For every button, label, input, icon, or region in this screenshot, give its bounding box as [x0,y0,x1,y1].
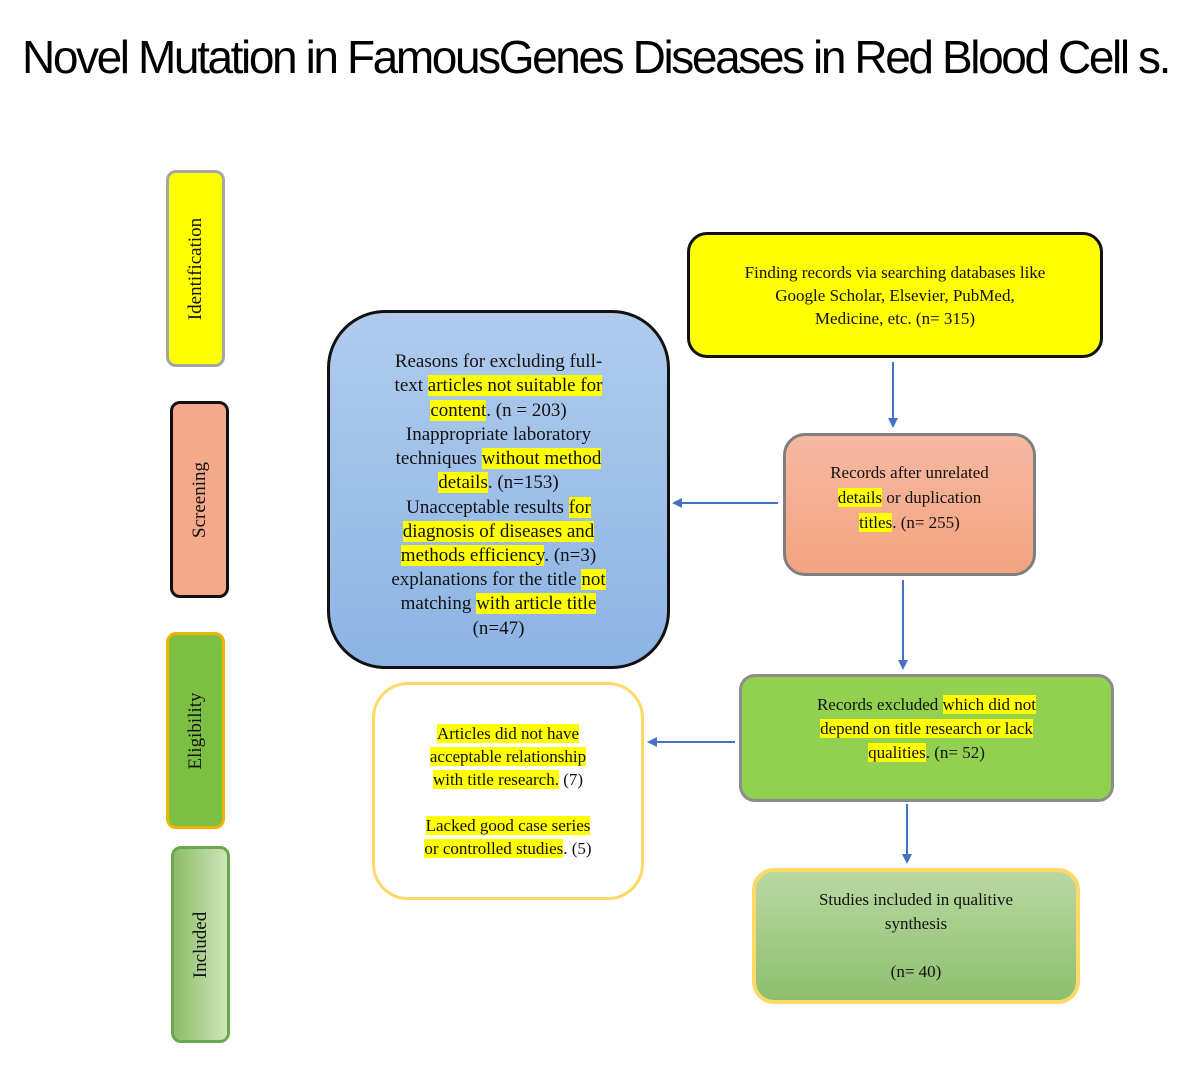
records-found-line2: Google Scholar, Elsevier, PubMed, [775,285,1015,305]
records-excluded-line2: depend on title research or lack [820,719,1033,738]
excluded-l10: explanations for the title not [391,569,606,591]
records-excluded-line3: qualities. (n= 52) [868,743,985,762]
stage-eligibility: Eligibility [166,632,225,829]
articles-line5: or controlled studies. (5) [424,839,592,858]
screened-line2: details or duplication [837,488,982,507]
excluded-l8: diagnosis of diseases and [402,520,595,542]
stage-identification: Identification [166,170,225,367]
excluded-l4: Inappropriate laboratory [405,423,592,445]
page-title: Novel Mutation in FamousGenes Diseases i… [22,31,1171,83]
articles-line1: Articles did not have [436,724,580,743]
excluded-l12: (n=47) [472,617,525,639]
records-found-line3: Medicine, etc. (n= 315) [814,308,976,328]
excluded-l11: matching with article title [400,593,597,615]
stage-screening: Screening [170,401,229,598]
excluded-l3: content. (n = 203) [430,399,567,421]
screened-line1: Records after unrelated [830,463,989,482]
excluded-l6: details. (n=153) [438,472,559,494]
excluded-l5: techniques without method [395,448,602,470]
included-line3: (n= 40) [890,962,942,981]
included-line2: synthesis [884,914,948,933]
articles-line4: Lacked good case series [425,816,591,835]
articles-line2: acceptable relationship [429,747,587,766]
excluded-fulltext-box: Reasons for excluding full- text article… [327,310,670,669]
excluded-l2: text articles not suitable for [394,375,603,397]
included-box: Studies included in qualitive synthesis … [752,868,1080,1004]
stage-included: Included [171,846,230,1043]
excluded-l9: methods efficiency. (n=3) [400,544,597,566]
records-found-box: Finding records via searching databases … [687,232,1103,358]
screened-line3: titles. (n= 255) [859,513,960,532]
records-screened-box: Records after unrelated details or dupli… [783,433,1036,576]
records-excluded-box: Records excluded which did not depend on… [739,674,1114,802]
included-line1: Studies included in qualitive [818,890,1014,909]
records-found-line1: Finding records via searching databases … [744,262,1046,282]
excluded-l7: Unacceptable results for [406,496,591,518]
articles-line3: with title research. (7) [432,770,584,789]
articles-excluded-box: Articles did not have acceptable relatio… [372,682,644,900]
excluded-l1: Reasons for excluding full- [394,351,603,373]
records-excluded-line1: Records excluded which did not [816,695,1037,714]
